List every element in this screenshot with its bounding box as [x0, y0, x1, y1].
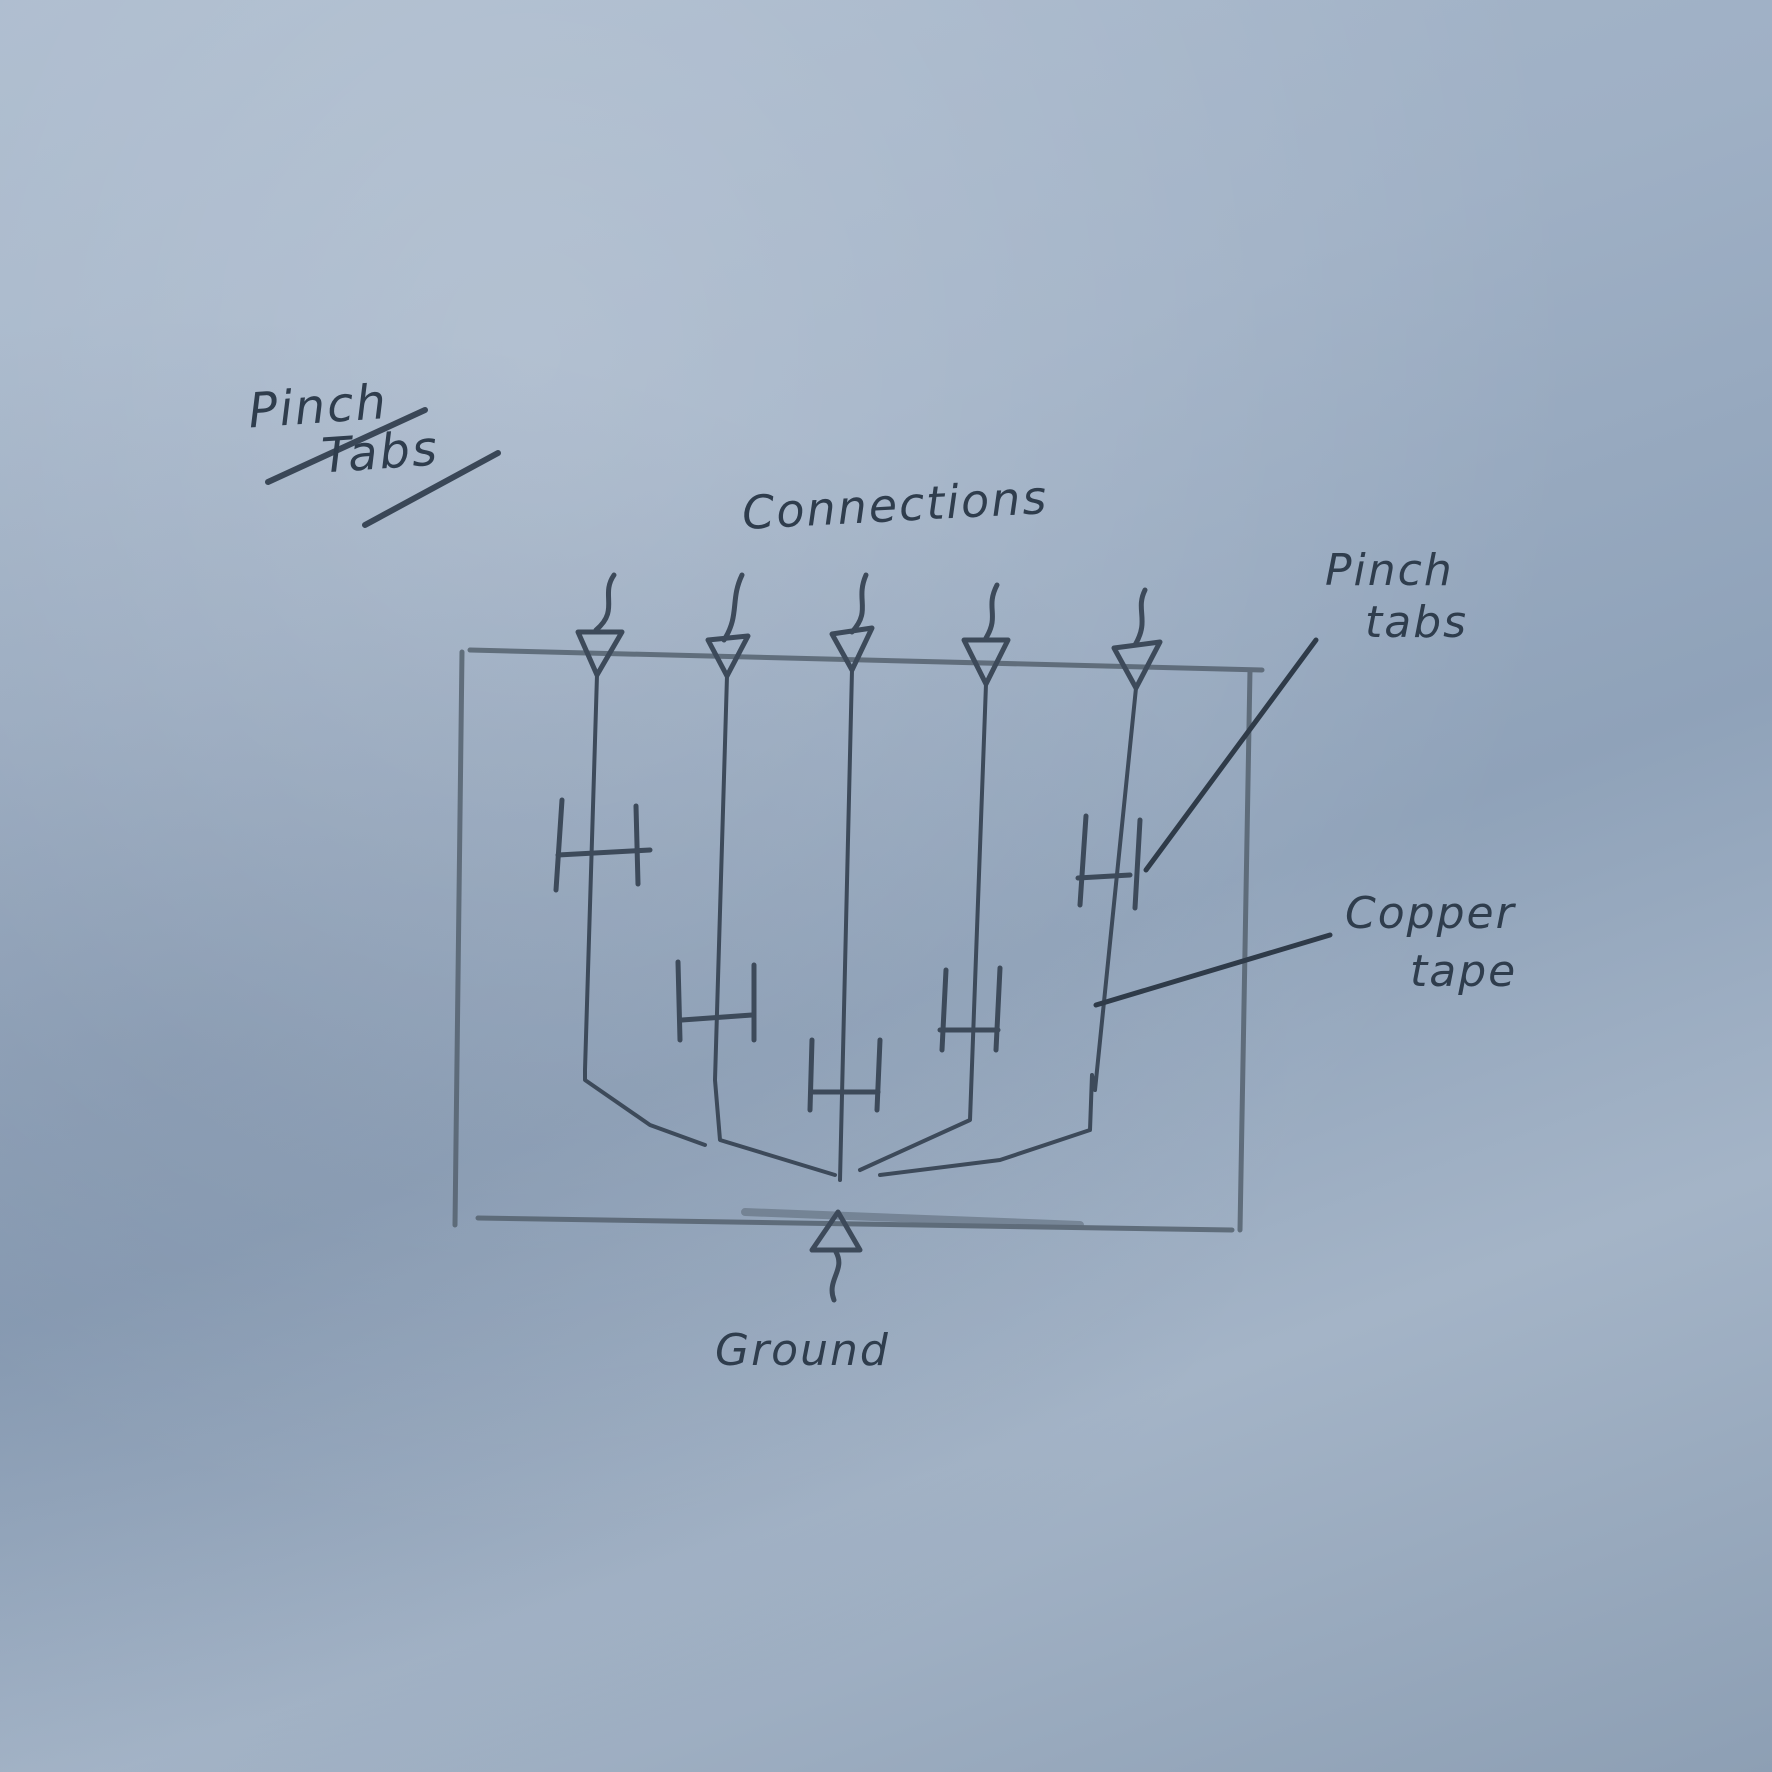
page-title: Pinch Tabs	[247, 374, 441, 487]
title-underlines	[265, 407, 501, 528]
copper-tape-line-2: tape	[1410, 946, 1518, 997]
pinch-tabs	[553, 797, 1143, 1113]
pinch-tabs-line-1: Pinch	[1325, 545, 1454, 596]
pinch-tabs-label: Pinch tabs	[1325, 545, 1468, 649]
copper-tape-line-1: Copper	[1345, 888, 1516, 939]
pinch-tabs-line-2: tabs	[1365, 597, 1469, 648]
copper-tape-traces	[583, 668, 1138, 1182]
copper-tape-label: Copper tape	[1345, 885, 1517, 1001]
ground-label: Ground	[715, 1325, 890, 1376]
connection-arrows	[575, 572, 1163, 691]
board-outline	[452, 647, 1265, 1233]
ground-arrow	[809, 1209, 863, 1303]
leader-lines	[1093, 637, 1333, 1008]
title-line-2: Tabs	[319, 420, 441, 485]
